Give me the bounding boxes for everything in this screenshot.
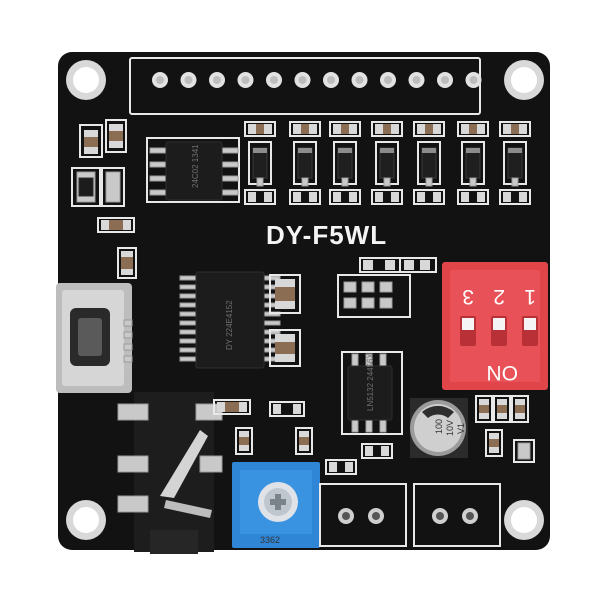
potentiometer-code: 3362: [260, 535, 280, 545]
regulator-chip-label: LN5132 24456X: [366, 353, 375, 411]
diode-row: [244, 121, 531, 205]
pin-header: [129, 57, 482, 115]
dip-on-label: ON: [487, 361, 519, 384]
smd-components-bottom: [213, 399, 393, 475]
headphone-jack: [117, 392, 223, 554]
capacitor-value: 100: [434, 419, 444, 434]
dip-switch: 3 2 1 ON: [442, 262, 548, 390]
smd-components-center: [269, 257, 437, 367]
regulator-chip: LN5132 24456X: [341, 351, 403, 435]
dip-number-1: 1: [524, 285, 536, 308]
smd-components-left: [71, 119, 137, 279]
dip-number-3: 3: [462, 285, 474, 308]
diode: [244, 121, 276, 205]
dip-number-2: 2: [493, 285, 505, 308]
diode: [289, 121, 321, 205]
capacitor-voltage: 10V: [445, 420, 455, 436]
potentiometer: 3362: [232, 462, 320, 548]
diode: [329, 121, 361, 205]
eeprom-chip: 24C02 1341: [146, 137, 240, 203]
electrolytic-capacitor: 100 10V V1: [410, 398, 468, 458]
diode: [413, 121, 445, 205]
diode: [457, 121, 489, 205]
main-chip-label: DY 224E4152: [225, 300, 234, 350]
terminal-blocks: [319, 483, 501, 547]
micro-usb-connector: [56, 283, 133, 393]
board-model-label: DY-F5WL: [266, 220, 387, 250]
diode: [499, 121, 531, 205]
header-pins: [152, 72, 482, 88]
smd-components-right: [475, 395, 535, 463]
capacitor-part: V1: [456, 423, 466, 434]
mounting-holes: [66, 60, 544, 540]
eeprom-chip-label: 24C02 1341: [191, 144, 200, 188]
diode: [371, 121, 403, 205]
